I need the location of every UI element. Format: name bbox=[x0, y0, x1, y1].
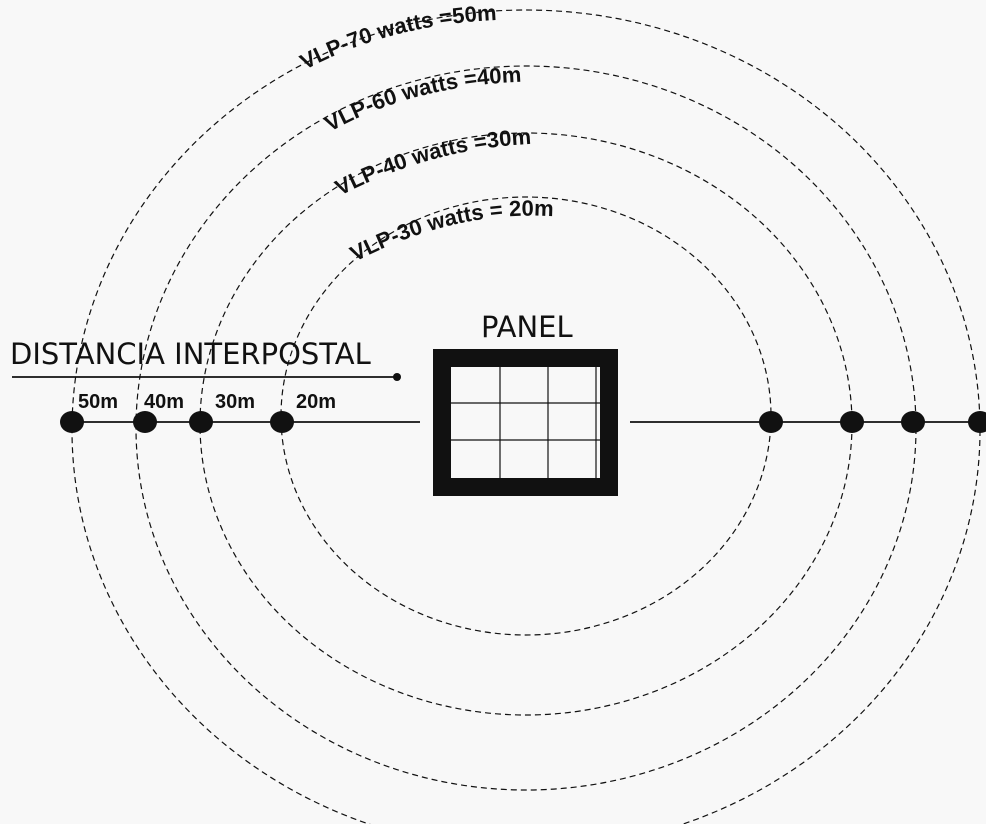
distance-label-30m: 30m bbox=[215, 391, 255, 413]
pole-node-left-40m bbox=[133, 411, 157, 433]
pole-node-right-50m bbox=[968, 411, 986, 433]
distance-label-50m: 50m bbox=[78, 391, 118, 413]
pole-node-right-40m bbox=[901, 411, 925, 433]
distance-title: DISTANCIA INTERPOSTAL bbox=[10, 337, 371, 371]
panel-label: PANEL bbox=[481, 310, 573, 344]
ring-label-40m: VLP-60 watts =40m bbox=[320, 62, 521, 137]
ring-label-20m: VLP-30 watts = 20m bbox=[346, 195, 554, 266]
underline-end-dot bbox=[393, 373, 401, 381]
pole-node-left-20m bbox=[270, 411, 294, 433]
pole-node-left-50m bbox=[60, 411, 84, 433]
pole-node-right-20m bbox=[759, 411, 783, 433]
ring-label-50m: VLP-70 watts =50m bbox=[296, 0, 497, 74]
pole-node-right-30m bbox=[840, 411, 864, 433]
pole-node-left-30m bbox=[189, 411, 213, 433]
distance-label-20m: 20m bbox=[296, 391, 336, 413]
ring-label-30m: VLP-40 watts =30m bbox=[331, 124, 532, 201]
distance-label-40m: 40m bbox=[144, 391, 184, 413]
solar-panel-icon bbox=[433, 349, 618, 496]
